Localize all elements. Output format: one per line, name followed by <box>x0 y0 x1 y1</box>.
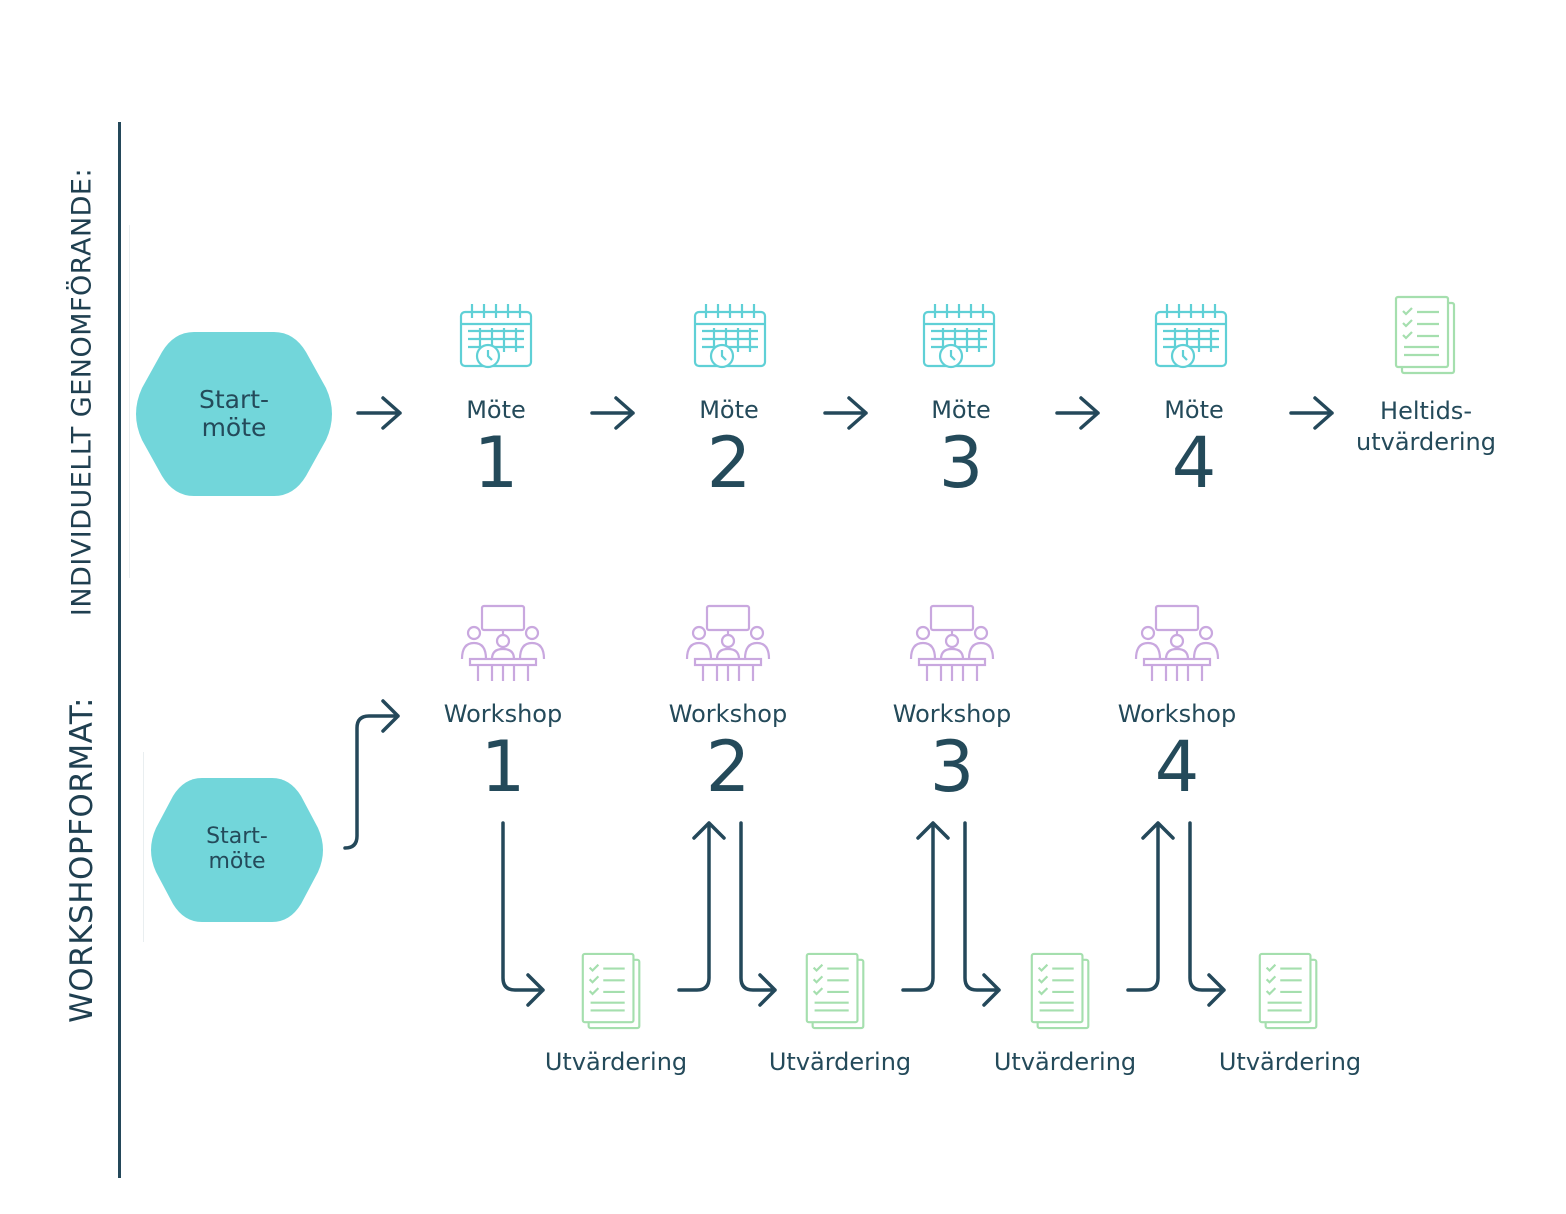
meeting-step-1: Möte 1 <box>396 396 596 498</box>
meeting-step-4: Möte 4 <box>1094 396 1294 498</box>
step-title: Möte <box>466 396 526 424</box>
arrow-down-to-evaluation <box>1188 821 1226 1007</box>
calendar-clock-icon <box>458 298 534 378</box>
arrow-right <box>590 396 635 430</box>
divider-line <box>118 122 121 1178</box>
arrow-up-to-workshop <box>677 821 726 992</box>
evaluation-label-1: Utvärdering <box>544 1048 688 1076</box>
full-evaluation-label: Heltids- utvärdering <box>1306 396 1546 457</box>
faint-divider-top <box>129 225 130 578</box>
arrow-right <box>823 396 868 430</box>
workshop-step-4: Workshop 4 <box>1077 700 1277 802</box>
step-title: Workshop <box>1117 700 1237 728</box>
step-number: 4 <box>1171 422 1217 504</box>
checklist-clipboard-icon <box>1252 950 1328 1036</box>
start-meeting-workshop: Start- möte <box>150 772 324 928</box>
checklist-clipboard-icon <box>575 950 651 1036</box>
team-meeting-icon <box>683 603 773 687</box>
meeting-step-2: Möte 2 <box>629 396 829 498</box>
step-number: 4 <box>1154 726 1200 808</box>
arrow-up-to-workshop <box>1126 821 1175 992</box>
step-title: Möte <box>931 396 991 424</box>
calendar-clock-icon <box>692 298 768 378</box>
arrow-right <box>1289 396 1334 430</box>
team-meeting-icon <box>907 603 997 687</box>
arrow-down-to-evaluation <box>739 821 777 1007</box>
checklist-clipboard-icon <box>1388 293 1466 381</box>
start-label-line2: möte <box>208 849 266 874</box>
arrow-down-to-evaluation <box>963 821 1001 1007</box>
calendar-clock-icon <box>921 298 997 378</box>
checklist-clipboard-icon <box>799 950 875 1036</box>
final-line2: utvärdering <box>1356 427 1496 456</box>
calendar-clock-icon <box>1153 298 1229 378</box>
team-meeting-icon <box>458 603 548 687</box>
flower-shape <box>136 332 332 496</box>
step-title: Workshop <box>443 700 563 728</box>
team-meeting-icon <box>1132 603 1222 687</box>
step-number: 2 <box>706 422 752 504</box>
step-title: Möte <box>699 396 759 424</box>
meeting-step-3: Möte 3 <box>861 396 1061 498</box>
flower-shape <box>151 778 323 922</box>
step-number: 3 <box>938 422 984 504</box>
evaluation-label-2: Utvärdering <box>768 1048 912 1076</box>
arrow-down-to-evaluation <box>501 821 545 1007</box>
workshop-step-3: Workshop 3 <box>852 700 1052 802</box>
evaluation-label-3: Utvärdering <box>993 1048 1137 1076</box>
start-meeting-individual: Start- möte <box>136 326 332 502</box>
checklist-clipboard-icon <box>1024 950 1100 1036</box>
step-number: 3 <box>929 726 975 808</box>
step-title: Workshop <box>892 700 1012 728</box>
arrow-start-to-workshop <box>343 699 400 850</box>
evaluation-label-4: Utvärdering <box>1218 1048 1362 1076</box>
faint-divider-bottom <box>143 752 144 942</box>
step-number: 2 <box>705 726 751 808</box>
arrow-right <box>1055 396 1100 430</box>
step-number: 1 <box>480 726 526 808</box>
workshop-step-2: Workshop 2 <box>628 700 828 802</box>
arrow-up-to-workshop <box>901 821 950 992</box>
step-number: 1 <box>473 422 519 504</box>
start-label-line1: Start- <box>206 824 268 850</box>
start-label-line2: möte <box>201 413 267 442</box>
step-title: Möte <box>1164 396 1224 424</box>
final-line1: Heltids- <box>1380 397 1472 425</box>
arrow-right <box>356 396 402 430</box>
workshop-step-1: Workshop 1 <box>403 700 603 802</box>
start-label-line1: Start- <box>198 385 270 414</box>
step-title: Workshop <box>668 700 788 728</box>
